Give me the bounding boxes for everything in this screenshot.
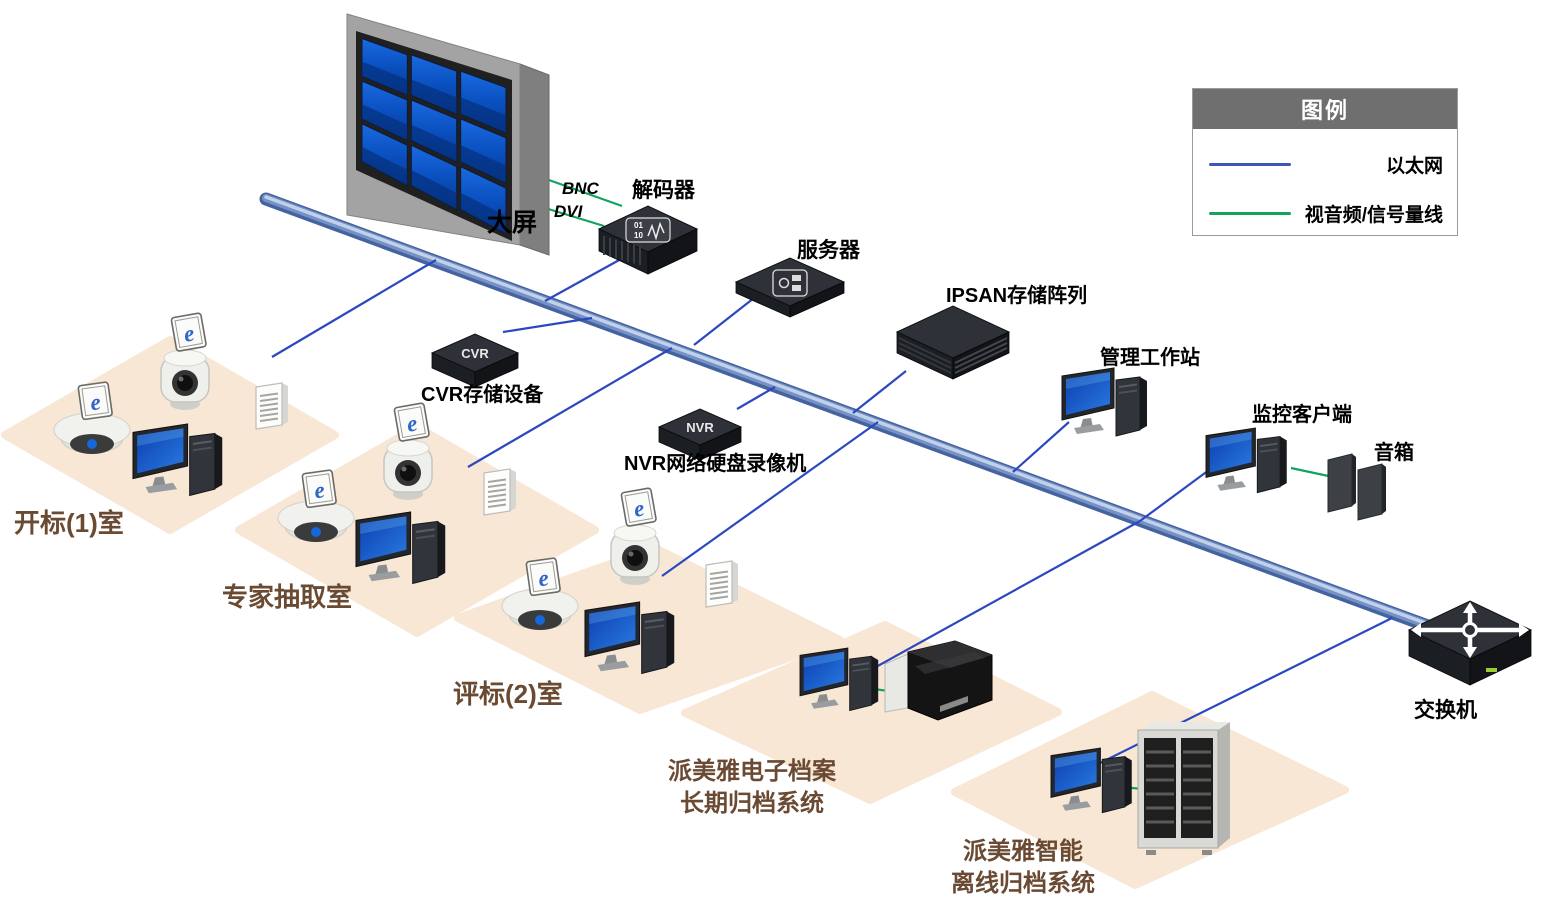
room3-pc <box>584 601 675 675</box>
cvr-storage-device: CVR <box>430 333 520 388</box>
ie-logo-letter: e <box>537 565 551 591</box>
legend-title: 图例 <box>1193 89 1457 129</box>
offline-system-pc <box>1050 747 1132 814</box>
ie-logo-badge: e <box>525 557 561 597</box>
legend-item-av-signal: 视音频/信号量线 <box>1209 200 1443 227</box>
label-ipsan: IPSAN存储阵列 <box>946 285 1088 307</box>
trunk-archive-pc-link <box>855 520 1141 679</box>
ie-logo-badge: e <box>301 469 337 509</box>
mgmt-trunk-link <box>1012 421 1070 473</box>
ethernet-line-sample <box>1209 163 1291 166</box>
speaker-pair <box>1327 453 1386 521</box>
label-sys2-line2: 离线归档系统 <box>951 870 1095 897</box>
server-device <box>734 257 846 318</box>
cvr-badge: CVR <box>461 346 489 361</box>
ie-logo-letter: e <box>632 495 646 521</box>
room3-ptz-camera: e <box>610 487 660 585</box>
server-trunk-link <box>693 297 755 346</box>
legend: 图例 以太网 视音频/信号量线 <box>1192 88 1458 236</box>
label-dvi: DVI <box>554 202 583 221</box>
network-switch <box>1407 600 1533 686</box>
legend-label-av-signal: 视音频/信号量线 <box>1304 205 1443 226</box>
label-room1: 开标(1)室 <box>14 508 124 538</box>
monitoring-client-pc <box>1205 427 1287 494</box>
server-icon <box>778 277 790 289</box>
archive-system-pc <box>799 647 879 712</box>
disc-publisher <box>884 640 993 721</box>
trunk-room1-link <box>271 259 437 358</box>
room3-wall-speaker <box>705 560 738 608</box>
label-sys1-line1: 派美雅电子档案 <box>668 758 836 785</box>
ie-logo-letter: e <box>182 320 196 346</box>
ipsan-storage-array <box>895 305 1011 380</box>
label-client: 监控客户端 <box>1252 404 1352 426</box>
room1-ptz-camera: e <box>160 312 210 410</box>
ie-logo-letter: e <box>405 410 419 436</box>
legend-label-ethernet: 以太网 <box>1385 156 1443 177</box>
label-room2: 专家抽取室 <box>222 582 353 612</box>
cvr-trunk-link <box>502 316 593 334</box>
av-signal-line-sample <box>1209 212 1291 215</box>
legend-body: 以太网 视音频/信号量线 <box>1193 129 1457 227</box>
client-trunk-link <box>1139 469 1210 522</box>
archive-cabinet <box>1137 722 1230 855</box>
decoder-icon: 01 <box>634 221 643 230</box>
ie-logo-letter: e <box>89 389 103 415</box>
legend-item-ethernet: 以太网 <box>1209 151 1443 178</box>
ie-logo-letter: e <box>313 477 327 503</box>
room2-wall-speaker <box>483 468 516 516</box>
decoder-icon: 10 <box>634 231 643 240</box>
room1-dome-camera: e <box>53 381 131 454</box>
nvr-trunk-link <box>736 386 776 410</box>
room2-dome-camera: e <box>277 469 355 542</box>
label-server: 服务器 <box>797 239 860 262</box>
ie-logo-badge: e <box>77 381 113 421</box>
room2-pc <box>355 511 446 585</box>
label-decoder: 解码器 <box>632 179 695 202</box>
ie-logo-badge: e <box>620 487 657 527</box>
label-bnc: BNC <box>562 179 599 198</box>
ie-logo-badge: e <box>170 312 207 352</box>
mgmt-workstation-pc <box>1061 367 1147 437</box>
trunk-room2-link <box>467 347 673 468</box>
label-dapin: 大屏 <box>487 209 538 237</box>
label-nvr: NVR网络硬盘录像机 <box>624 453 807 475</box>
label-sys2-line1: 派美雅智能 <box>963 838 1083 865</box>
waveform-icon <box>647 221 665 241</box>
switch-led <box>1486 668 1497 672</box>
trunk-room3-link <box>661 421 879 577</box>
ie-logo-badge: e <box>393 402 430 442</box>
video-wall <box>346 13 550 256</box>
label-cvr: CVR存储设备 <box>421 384 544 406</box>
label-room3: 评标(2)室 <box>453 679 563 709</box>
label-speakers: 音箱 <box>1374 442 1414 464</box>
room1-pc <box>132 423 223 497</box>
label-mgmt: 管理工作站 <box>1100 347 1200 369</box>
room1-wall-speaker <box>255 382 288 430</box>
client-speaker-line <box>1290 466 1334 479</box>
nvr-badge: NVR <box>686 420 714 435</box>
decoder-trunk-link <box>544 258 622 302</box>
label-sys1-line2: 长期归档系统 <box>680 790 824 817</box>
nvr-device: NVR <box>657 408 743 461</box>
room3-dome-camera: e <box>501 557 579 630</box>
ethernet-trunk-cable <box>264 195 1438 629</box>
label-switch: 交换机 <box>1414 699 1477 722</box>
ipsan-trunk-link <box>852 370 907 414</box>
room2-ptz-camera: e <box>383 402 433 500</box>
